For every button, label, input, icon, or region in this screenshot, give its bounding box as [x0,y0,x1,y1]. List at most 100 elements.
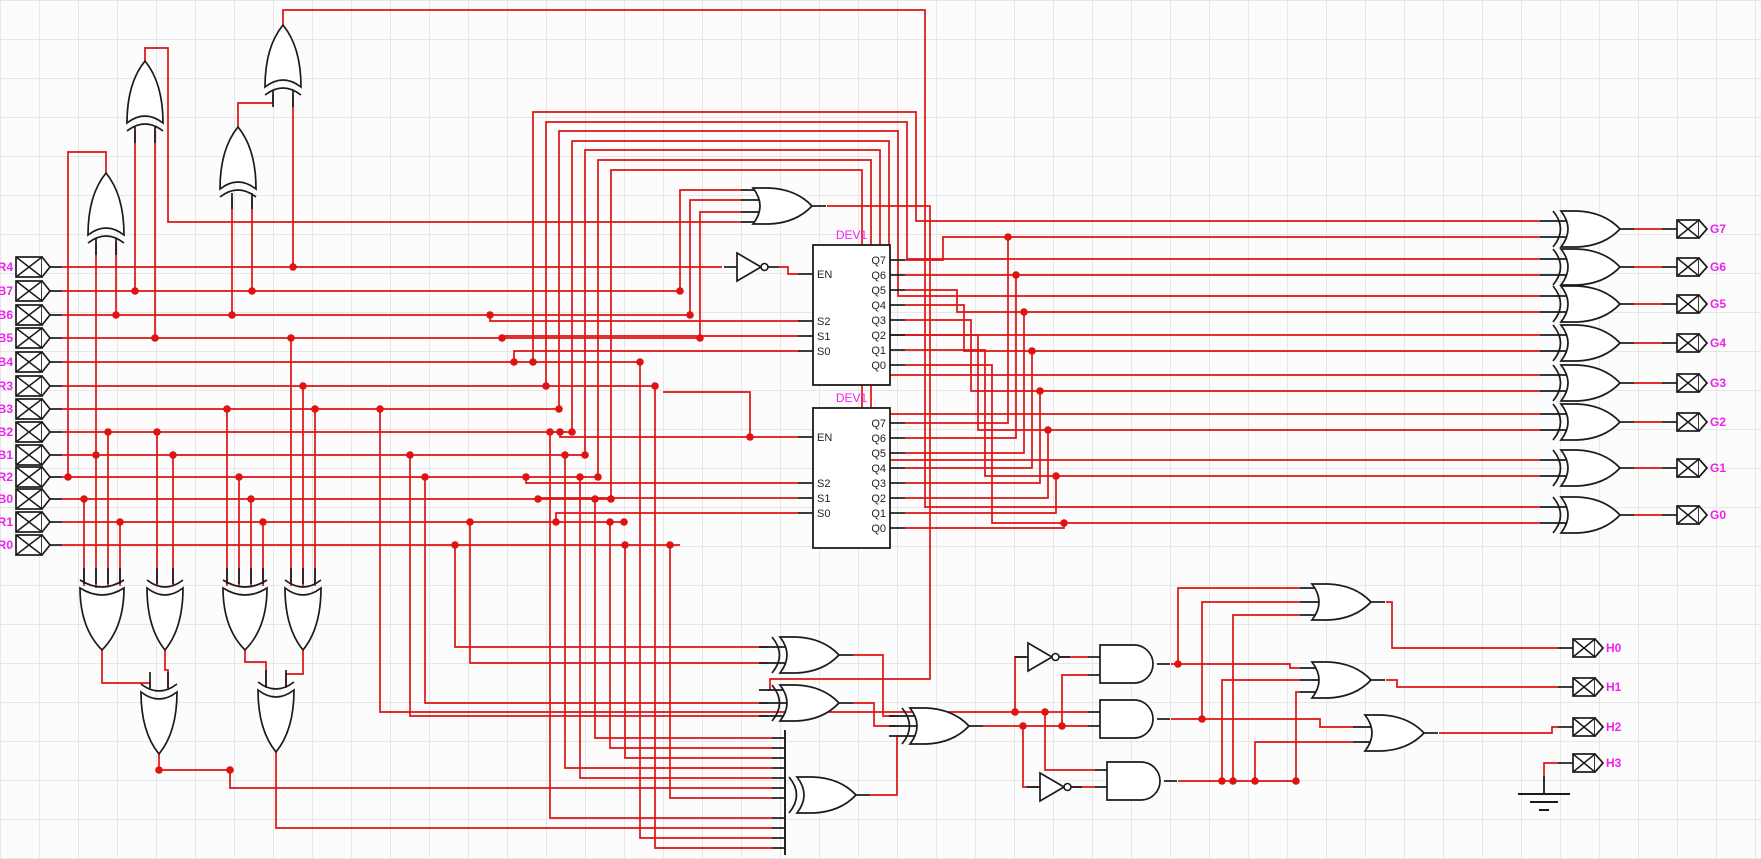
wire[interactable] [237,95,274,127]
wire[interactable] [654,386,772,849]
pin-symbol[interactable] [1572,638,1605,658]
xor-gate[interactable] [778,636,841,674]
wire[interactable] [1171,663,1300,669]
wire[interactable] [424,477,768,704]
wire[interactable] [905,237,1009,424]
pin-symbol[interactable] [1676,294,1709,314]
wire[interactable] [663,391,751,437]
pin-symbol[interactable] [15,488,52,510]
pin-symbol[interactable] [15,534,52,556]
xor-gate[interactable] [284,586,322,652]
wire[interactable] [1543,762,1558,776]
wire[interactable] [559,432,798,438]
pin-symbol[interactable] [1572,753,1605,773]
xor-gate[interactable] [1559,210,1622,248]
wire[interactable] [905,312,1025,454]
wire[interactable] [513,350,798,362]
wire[interactable] [564,455,772,769]
wire[interactable] [905,351,1033,469]
pin-symbol[interactable] [1572,717,1605,737]
wire[interactable] [594,499,772,739]
wire[interactable] [1177,587,1300,664]
wire[interactable] [67,151,107,477]
wire[interactable] [905,275,1017,439]
wire[interactable] [905,391,1041,484]
wire[interactable] [689,199,741,315]
pin-symbol[interactable] [15,398,52,420]
wire[interactable] [699,211,741,338]
wire[interactable] [584,149,1540,455]
wire[interactable] [409,455,768,717]
wire[interactable] [558,130,1540,409]
pin-symbol[interactable] [15,256,52,278]
wire[interactable] [905,304,1540,352]
wire[interactable] [144,47,741,223]
wire[interactable] [905,430,1049,499]
pin-symbol[interactable] [15,375,52,397]
xor-gate[interactable] [1559,324,1622,362]
wire[interactable] [610,169,1540,499]
or-gate[interactable] [1363,714,1426,752]
wire[interactable] [905,349,1540,477]
pin-symbol[interactable] [1676,219,1709,239]
xor-gate[interactable] [1559,403,1622,441]
wire[interactable] [905,319,1540,392]
wire[interactable] [545,121,1540,386]
xor-gate[interactable] [908,707,971,745]
wire[interactable] [1022,726,1038,788]
wire[interactable] [669,545,772,799]
wire[interactable] [525,477,798,484]
or-gate[interactable] [1310,583,1373,621]
wire[interactable] [905,476,1057,514]
pin-symbol[interactable] [1572,677,1605,697]
not-gate[interactable] [1039,771,1066,803]
pin-symbol[interactable] [1676,373,1709,393]
wire[interactable] [1386,679,1558,688]
wire[interactable] [1171,718,1353,728]
wire[interactable] [275,752,772,829]
xor-gate[interactable] [1559,364,1622,402]
xor-gate[interactable] [778,684,841,722]
wire[interactable] [1295,691,1300,781]
pin-symbol[interactable] [15,351,52,373]
wire[interactable] [853,654,898,717]
pin-symbol[interactable] [15,280,52,302]
wire[interactable] [597,159,1540,477]
wire[interactable] [532,111,1540,362]
pin-symbol[interactable] [15,444,52,466]
dev1-block[interactable] [812,407,891,549]
wire[interactable] [158,754,772,789]
xor-gate[interactable] [1559,496,1622,534]
wire[interactable] [853,702,898,727]
xor-gate[interactable] [1559,449,1622,487]
wire[interactable] [1061,674,1088,726]
not-gate[interactable] [1027,641,1054,673]
wire[interactable] [779,266,798,275]
wire[interactable] [1014,656,1026,712]
xor-gate[interactable] [219,125,257,191]
pin-symbol[interactable] [1676,412,1709,432]
xor-gate[interactable] [257,688,295,754]
xor-gate[interactable] [1559,285,1622,323]
wire[interactable] [1232,614,1300,781]
dev1-block[interactable] [812,244,891,386]
wire[interactable] [1254,741,1353,781]
wire[interactable] [639,362,772,839]
wire[interactable] [579,477,772,779]
wire[interactable] [1201,601,1300,719]
wire[interactable] [905,364,1540,524]
pin-symbol[interactable] [15,421,52,443]
wire[interactable] [282,9,1540,508]
wire[interactable] [489,315,798,322]
xor-gate[interactable] [87,171,125,237]
wire[interactable] [1439,726,1558,734]
wire[interactable] [870,735,898,796]
wire[interactable] [609,522,772,749]
wire[interactable] [905,334,1540,431]
xor-gate[interactable] [222,586,268,652]
wire[interactable] [549,432,772,819]
wire[interactable] [244,650,267,688]
wire[interactable] [285,650,304,688]
wire[interactable] [101,650,151,690]
